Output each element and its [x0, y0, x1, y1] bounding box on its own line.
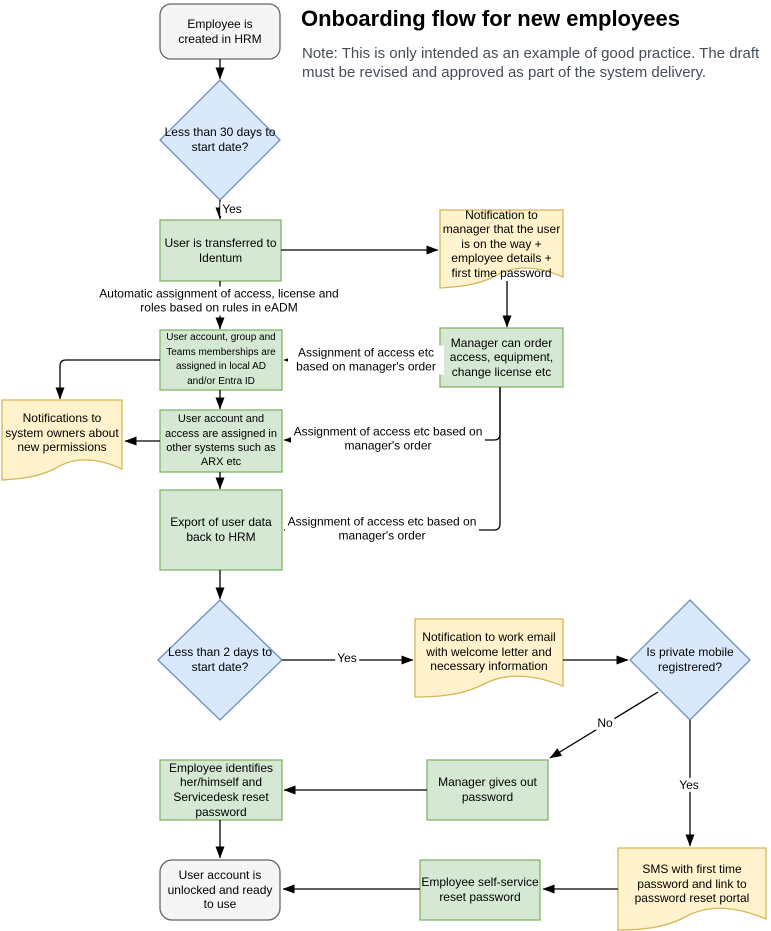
- edge-label-no: No: [595, 715, 615, 731]
- node-export-hrm-label: Export of user data back to HRM: [170, 515, 272, 544]
- node-notify-email-shape: [414, 618, 564, 698]
- edge-label-yes-1: Yes: [220, 201, 244, 217]
- edge-label-auto-assignment: Automatic assignment of access, license …: [83, 286, 355, 316]
- node-notify-owners-shape: [1, 399, 123, 481]
- page-title: Onboarding flow for new employees: [301, 6, 680, 31]
- node-self-service-label: Employee self-service reset password: [421, 875, 539, 904]
- connector-manager-order-to-export: [283, 387, 501, 535]
- node-notify-owners-label: Notifications to system owners about new…: [5, 411, 119, 455]
- node-manager-order-shape: [439, 327, 564, 388]
- node-decision-2days-label: Less than 2 days to start date?: [167, 645, 273, 674]
- node-manager-password-shape: [426, 759, 549, 821]
- node-decision-2days-shape: [157, 599, 283, 721]
- node-identify-label: Employee identifies her/himself and Serv…: [168, 760, 274, 819]
- node-manager-password-label: Manager gives out password: [438, 775, 537, 804]
- node-decision-mobile-label: Is private mobile registrered?: [646, 645, 734, 674]
- node-export-hrm-shape: [159, 489, 283, 571]
- node-ad-assign-shape: [159, 329, 283, 391]
- page-note: Note: This is only intended as an exampl…: [302, 45, 760, 81]
- edge-label-assignment-order-3: Assignment of access etc based on manage…: [285, 514, 479, 544]
- node-notify-manager-shape: [439, 209, 564, 289]
- node-ad-assign-label: User account, group and Teams membership…: [166, 332, 276, 387]
- node-transfer-label: User is transferred to Identum: [164, 235, 277, 265]
- node-other-systems-shape: [159, 409, 283, 473]
- node-self-service-shape: [419, 859, 541, 921]
- node-sms-label: SMS with first time password and link to…: [634, 862, 750, 906]
- node-sms-shape: [617, 847, 767, 931]
- node-transfer-shape: [159, 219, 282, 282]
- edge-label-assignment-order-2: Assignment of access etc based on manage…: [291, 424, 485, 454]
- connector-ad-to-notify-owners: [55, 359, 160, 400]
- node-end-label: User account is unlocked and ready to us…: [167, 868, 273, 912]
- node-other-systems-label: User account and access are assigned in …: [165, 413, 277, 469]
- node-notify-manager-label: Notification to manager that the user is…: [442, 207, 561, 280]
- node-identify-shape: [159, 759, 283, 821]
- node-manager-order-label: Manager can order access, equipment, cha…: [449, 335, 554, 379]
- connectors: [55, 59, 695, 894]
- edge-label-yes-3: Yes: [677, 777, 701, 793]
- node-decision-30days-label: Less than 30 days to start date?: [164, 125, 276, 154]
- edge-label-assignment-order-1: Assignment of access etc based on manage…: [288, 345, 444, 375]
- node-start-label: Employee is created in HRM: [178, 16, 262, 46]
- node-notify-email-label: Notification to work email with welcome …: [422, 630, 556, 674]
- node-end-shape: [159, 859, 281, 921]
- edge-label-yes-2: Yes: [335, 650, 359, 666]
